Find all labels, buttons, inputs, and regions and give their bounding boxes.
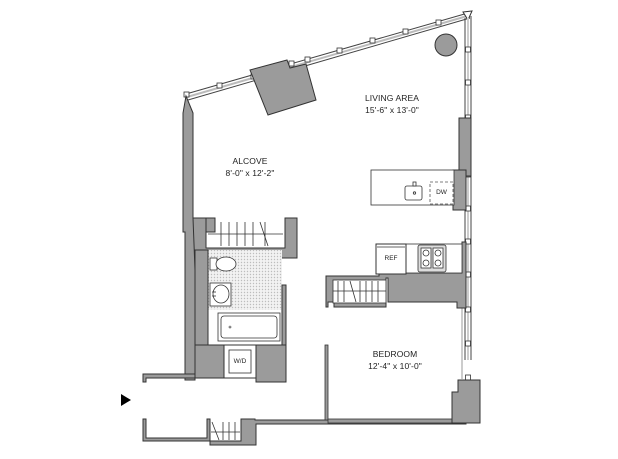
room-alcove: ALCOVE 8'-0" x 12'-2" bbox=[210, 155, 290, 179]
dishwasher bbox=[429, 181, 454, 205]
wall-bedroom-left bbox=[324, 344, 329, 421]
wall-entry-lower bbox=[142, 418, 211, 442]
washer-dryer bbox=[228, 349, 252, 374]
room-living-name: LIVING AREA bbox=[364, 93, 419, 103]
label-refrigerator: REF bbox=[384, 255, 398, 262]
label-dishwasher: DW bbox=[436, 189, 447, 196]
room-alcove-dims: 8'-0" x 12'-2" bbox=[225, 168, 275, 178]
label-washer-dryer: W/D bbox=[233, 358, 247, 365]
bedroom-corner-column bbox=[451, 379, 481, 424]
range-cooktop bbox=[417, 244, 447, 273]
bathtub bbox=[217, 312, 281, 342]
closet-rod-entry bbox=[211, 421, 240, 441]
wall-bedroom-bottom bbox=[327, 418, 469, 424]
window-wall-top bbox=[185, 12, 471, 101]
room-living-dims: 15'-6" x 13'-0" bbox=[365, 105, 419, 115]
room-alcove-name: ALCOVE bbox=[232, 156, 268, 166]
bedroom-closet bbox=[332, 279, 387, 304]
toilet bbox=[209, 256, 237, 272]
bathroom-sink bbox=[209, 282, 232, 307]
wall-pillar-right-upper bbox=[458, 117, 472, 177]
corner-column bbox=[462, 10, 473, 22]
entry-arrow-icon bbox=[121, 394, 131, 406]
room-bedroom-dims: 12'-4" x 10'-0" bbox=[368, 361, 422, 371]
closet-rod-alcove bbox=[208, 221, 283, 247]
wall-wd-right bbox=[255, 344, 287, 383]
room-bedroom-name: BEDROOM bbox=[372, 349, 418, 359]
closet-rod-bedroom bbox=[333, 280, 386, 303]
structural-column bbox=[249, 59, 317, 116]
round-column bbox=[434, 33, 458, 57]
wall-entry-upper bbox=[142, 373, 196, 383]
room-bedroom: BEDROOM 12'-4" x 10'-0" bbox=[355, 348, 435, 372]
window-mullions-top bbox=[183, 19, 442, 98]
wall-pillar-island bbox=[452, 169, 467, 211]
room-living: LIVING AREA 15'-6" x 13'-0" bbox=[352, 92, 432, 116]
wall-wd-left bbox=[194, 344, 225, 379]
refrigerator bbox=[375, 243, 407, 275]
kitchen-sink bbox=[404, 181, 423, 201]
